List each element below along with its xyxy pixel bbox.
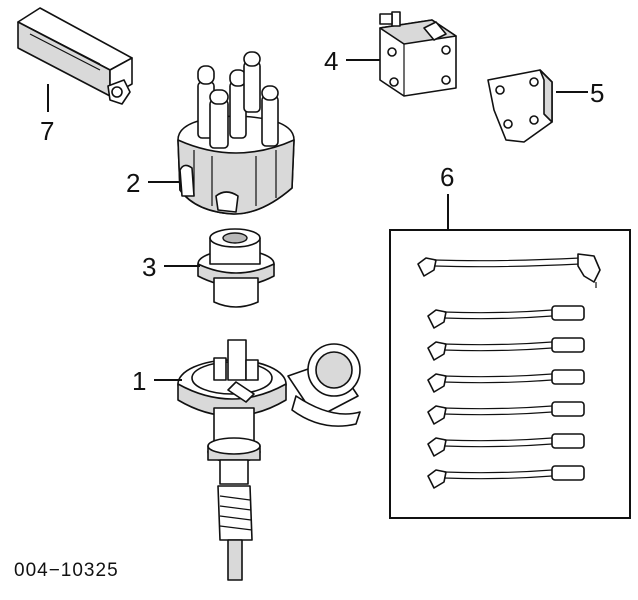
callout-7: 7 bbox=[40, 116, 54, 146]
callout-5: 5 bbox=[590, 78, 604, 108]
distributor-cap-part-2 bbox=[177, 51, 295, 215]
callout-1: 1 bbox=[132, 366, 146, 396]
coil-bracket-part-5 bbox=[487, 69, 553, 143]
callout-6: 6 bbox=[440, 162, 454, 192]
ignition-coil-part-4 bbox=[379, 11, 457, 97]
callout-3: 3 bbox=[142, 252, 156, 282]
spark-plug-wire-set-part-6 bbox=[417, 253, 601, 489]
ignition-module-part-7 bbox=[17, 7, 133, 105]
callout-4: 4 bbox=[324, 46, 338, 76]
rotor-part-3 bbox=[197, 228, 275, 308]
diagram-part-number: 004−10325 bbox=[14, 560, 119, 581]
distributor-body-part-1 bbox=[177, 339, 361, 581]
callout-2: 2 bbox=[126, 168, 140, 198]
